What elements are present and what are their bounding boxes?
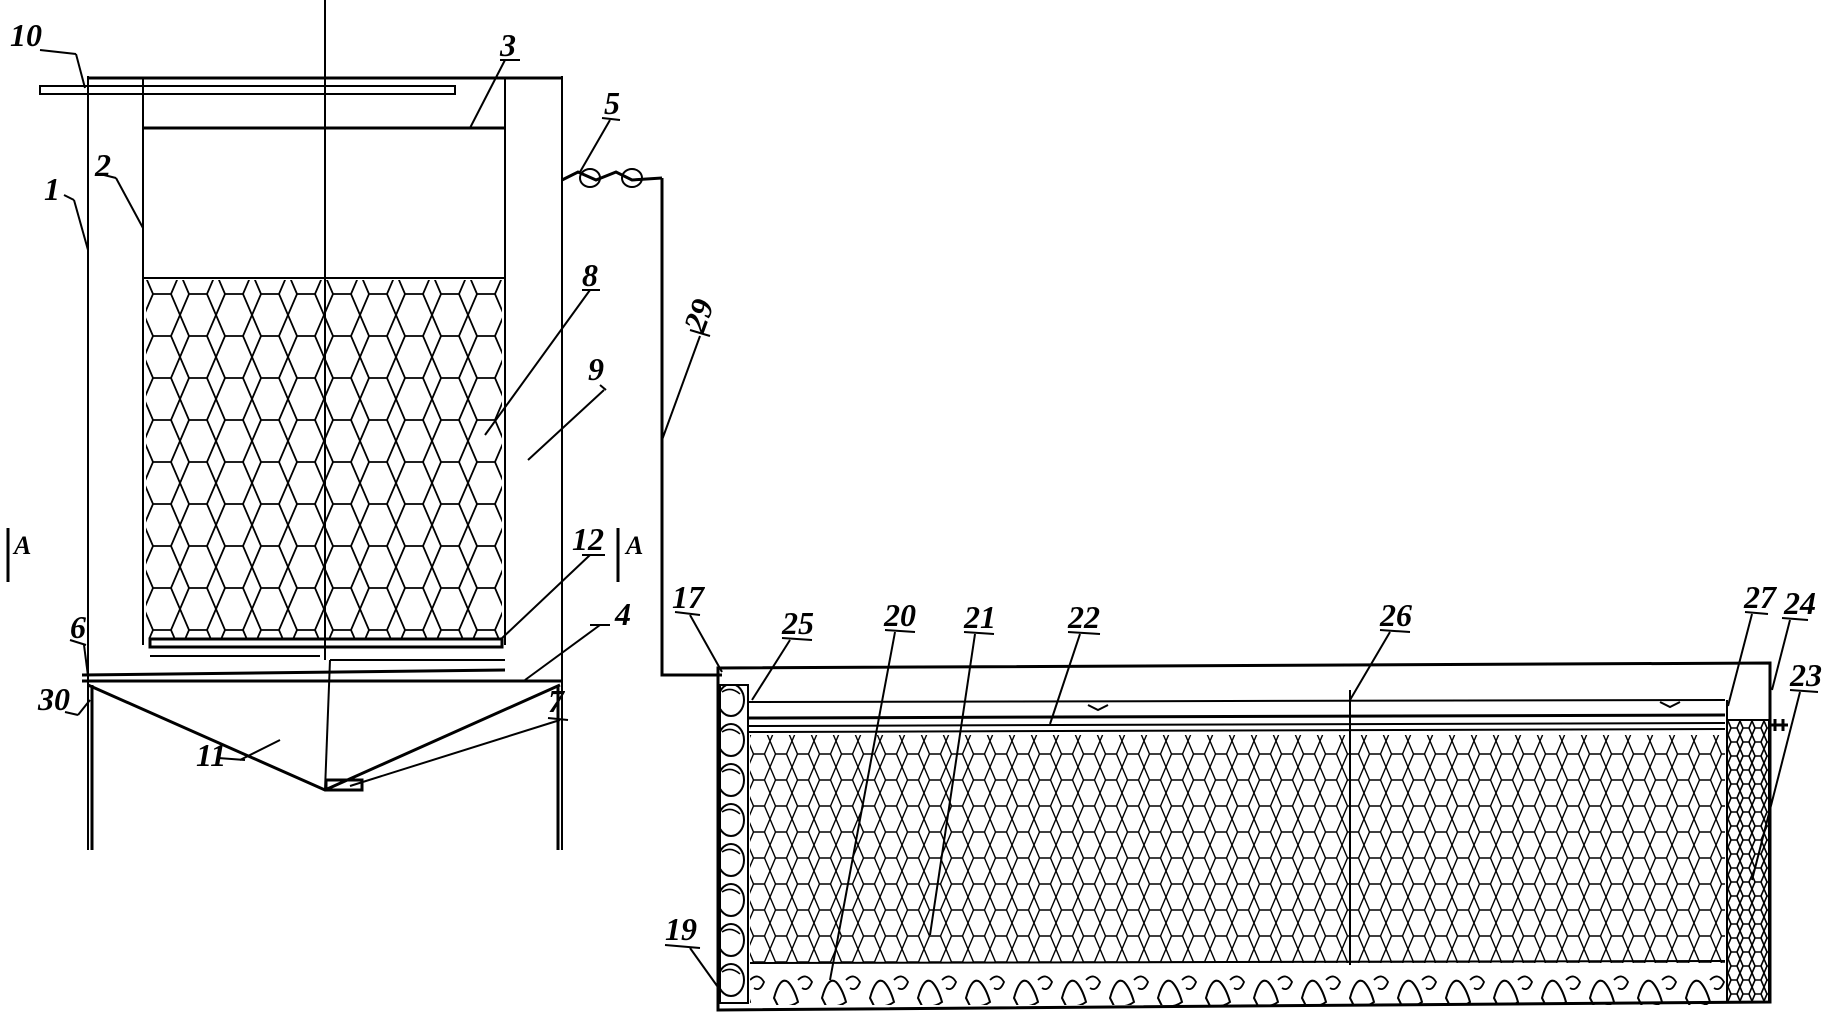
label-24: 24 [1783,585,1816,621]
label-7: 7 [548,683,566,719]
label-11: 11 [196,737,226,773]
label-19: 19 [665,911,697,947]
section-label-a-right: A [624,531,643,560]
label-5: 5 [604,85,620,121]
label-26: 26 [1379,597,1412,633]
leader-lines [6,49,1819,991]
label-23: 23 [1789,657,1822,693]
connecting-pipe [660,178,722,677]
label-8: 8 [582,257,598,293]
label-30: 30 [37,681,70,717]
constructed-wetland [716,661,1788,1012]
section-label-a-left: A [12,531,31,560]
label-17: 17 [672,579,706,615]
label-2: 2 [94,147,111,183]
label-27: 27 [1743,579,1778,615]
label-12: 12 [572,521,604,557]
label-1: 1 [44,171,60,207]
wetland-filler [750,735,1725,963]
label-10: 10 [10,17,42,53]
inlet-gravel-zone [719,684,749,1004]
label-6: 6 [70,609,86,645]
settling-tank [39,0,663,850]
label-20: 20 [883,597,916,633]
label-9: 9 [588,351,604,387]
outlet-media [1726,719,1770,1003]
label-4: 4 [614,596,631,632]
label-29: 29 [676,294,721,337]
callout-labels: 10 1 2 3 5 8 9 12 4 6 30 11 7 29 17 25 2… [10,17,1822,947]
label-21: 21 [963,599,996,635]
label-25: 25 [781,605,814,641]
label-3: 3 [499,27,516,63]
label-22: 22 [1067,599,1100,635]
bottom-gravel [750,965,1725,1005]
